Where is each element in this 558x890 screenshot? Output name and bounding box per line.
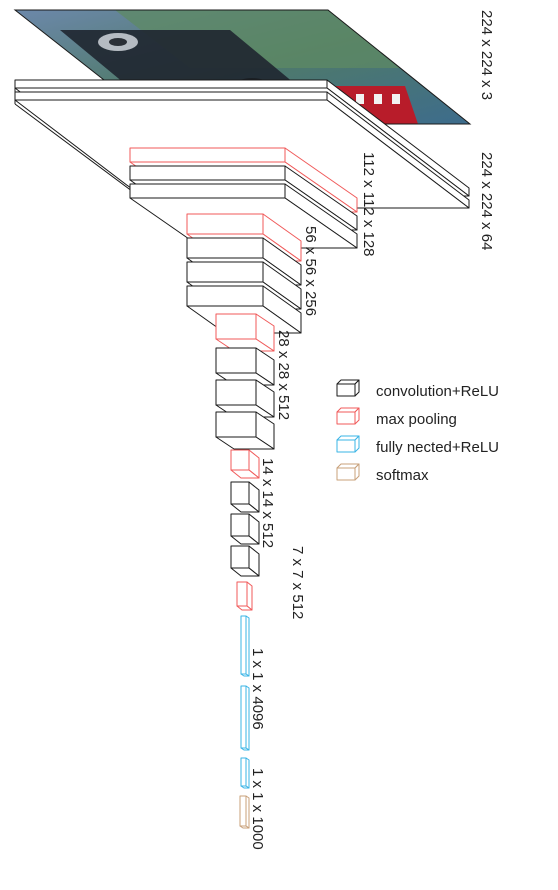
conv-block xyxy=(215,411,275,450)
conv-block xyxy=(215,347,275,386)
stage3-dims-label: 56 x 56 x 256 xyxy=(302,226,319,316)
dimension-labels: 224 x 224 x 3 224 x 224 x 64 112 x 112 x 1… xyxy=(249,10,495,850)
legend-label-convolution: convolution+ReLU xyxy=(376,383,499,400)
conv-block xyxy=(230,513,260,545)
legend-item-softmax: softmax xyxy=(336,463,429,484)
conv-block xyxy=(230,545,260,577)
fc-block xyxy=(240,757,250,789)
input-dims-label: 224 x 224 x 3 xyxy=(478,10,495,100)
pool-block xyxy=(236,581,253,611)
layer-blocks xyxy=(14,79,470,829)
legend-swatch-fully_connected xyxy=(336,435,360,453)
pool-block xyxy=(230,449,260,479)
legend-item-convolution: convolution+ReLU xyxy=(336,379,499,400)
conv-block xyxy=(230,481,260,513)
legend-swatch-convolution xyxy=(336,379,360,397)
legend-swatch-pooling xyxy=(336,407,360,425)
stage7-dims-label: 1 x 1 x 4096 xyxy=(249,648,266,730)
stage2-dims-label: 112 x 112 x 128 xyxy=(360,152,377,257)
softmax-block xyxy=(239,795,250,829)
fc-block xyxy=(240,615,250,677)
fc-block xyxy=(240,685,250,751)
stage8-dims-label: 1 x 1 x 1000 xyxy=(249,768,266,850)
stage4-dims-label: 28 x 28 x 512 xyxy=(275,330,292,420)
legend-label-softmax: softmax xyxy=(376,467,429,484)
legend-swatch-softmax xyxy=(336,463,360,481)
stage6-dims-label: 7 x 7 x 512 xyxy=(289,546,306,619)
stage5-dims-label: 14 x 14 x 512 xyxy=(259,458,276,548)
legend-label-fully_connected: fully nected+ReLU xyxy=(376,439,499,456)
legend-label-pooling: max pooling xyxy=(376,411,457,428)
conv-block xyxy=(215,379,275,418)
legend-item-pooling: max pooling xyxy=(336,407,457,428)
pool-block xyxy=(215,313,275,352)
legend-item-fully_connected: fully nected+ReLU xyxy=(336,435,499,456)
stage1-dims-label: 224 x 224 x 64 xyxy=(478,152,495,250)
legend: convolution+ReLU max pooling fully nected+… xyxy=(336,379,499,484)
